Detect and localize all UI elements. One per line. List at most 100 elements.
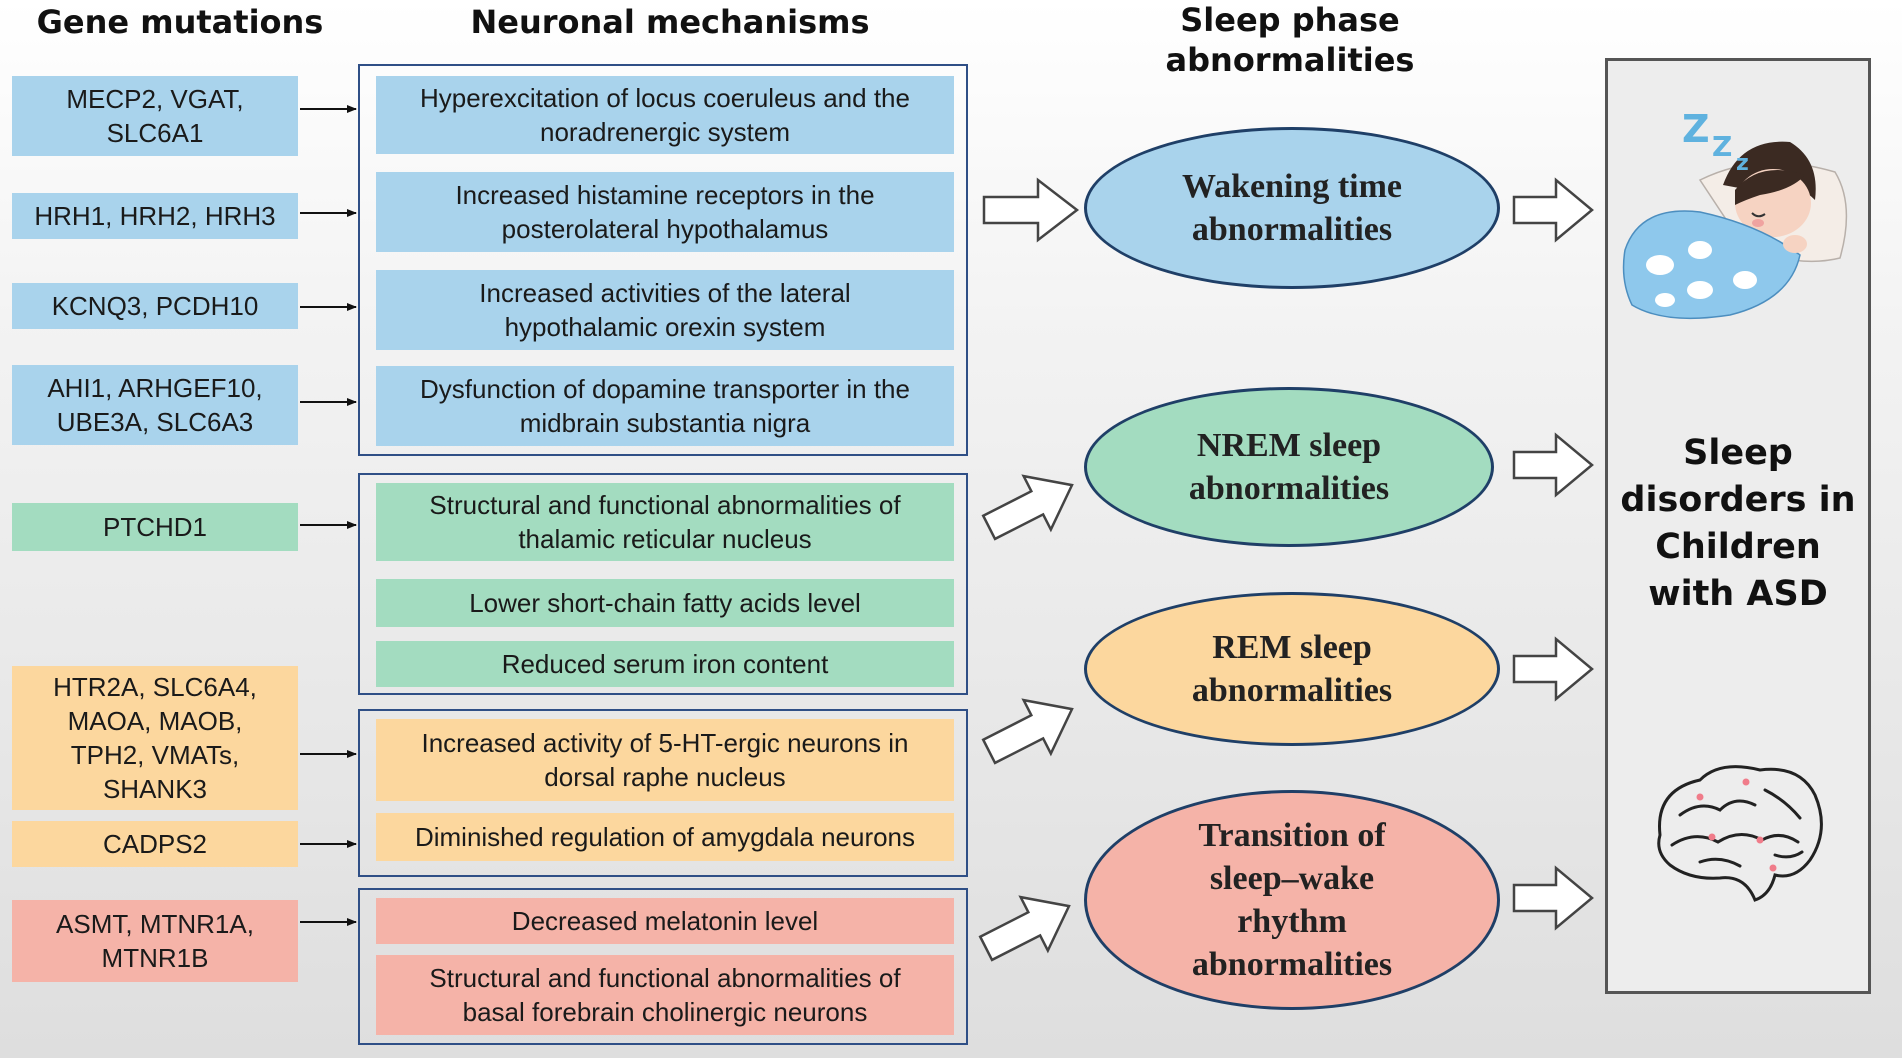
brain-fold	[1678, 799, 1757, 817]
gene-box-hrh: HRH1, HRH2, HRH3	[12, 193, 298, 239]
gene-text: HRH1, HRH2, HRH3	[34, 201, 276, 231]
mechanism-box: Increased histamine receptors in the pos…	[376, 172, 954, 252]
mechanism-box: Dysfunction of dopamine transporter in t…	[376, 366, 954, 446]
brain-outline	[1657, 765, 1823, 902]
outcome-text: with ASD	[1648, 574, 1828, 614]
mechanism-text: posterolateral hypothalamus	[501, 214, 829, 244]
mechanism-group-green	[358, 473, 968, 695]
closed-eye	[1751, 212, 1766, 218]
mechanism-group-pink	[358, 888, 968, 1045]
gene-text: CADPS2	[102, 829, 208, 859]
phase-text: REM sleep	[1212, 629, 1372, 666]
mechanism-box: Decreased melatonin level	[376, 898, 954, 944]
brain-fold	[1763, 788, 1802, 820]
blanket-spot	[1646, 255, 1674, 275]
brain-spot	[1742, 778, 1750, 786]
phase-wakening-time: Wakening time abnormalities	[1084, 127, 1500, 289]
mechanism-text: dorsal raphe nucleus	[544, 762, 786, 792]
header-sleep-phase-abnormalities: Sleep phase abnormalities	[1120, 0, 1460, 80]
mechanism-group-orange	[358, 709, 968, 877]
zzz-icon: Z	[1712, 130, 1732, 163]
mechanism-box: Lower short-chain fatty acids level	[376, 579, 954, 627]
mechanism-box: Increased activities of the lateral hypo…	[376, 270, 954, 350]
mechanism-text: Decreased melatonin level	[511, 906, 819, 936]
mechanism-box: Increased activity of 5-HT-ergic neurons…	[376, 719, 954, 801]
mechanism-text: Structural and functional abnormalities …	[429, 490, 901, 520]
mechanism-text: Increased histamine receptors in the	[455, 180, 875, 210]
phase-nrem-sleep: NREM sleep abnormalities	[1084, 387, 1494, 547]
block-arrow-right	[978, 895, 1071, 962]
mechanism-box: Diminished regulation of amygdala neuron…	[376, 813, 954, 861]
block-arrow-right	[1512, 177, 1594, 243]
outcome-text: disorders in	[1620, 480, 1856, 520]
gene-text: KCNQ3, PCDH10	[51, 291, 259, 321]
gene-box-ptchd1: PTCHD1	[12, 503, 298, 551]
brain-fold	[1698, 857, 1742, 868]
gene-box-htr2a: HTR2A, SLC6A4, MAOA, MAOB, TPH2, VMATs, …	[12, 666, 298, 810]
gene-text: MAOA, MAOB,	[67, 706, 243, 736]
hand	[1783, 235, 1807, 253]
gene-text: MECP2, VGAT,	[66, 84, 244, 114]
phase-text: NREM sleep	[1196, 427, 1382, 464]
mechanism-text: midbrain substantia nigra	[519, 408, 811, 438]
mechanism-text: Increased activity of 5-HT-ergic neurons…	[421, 728, 909, 758]
mechanism-box: Reduced serum iron content	[376, 641, 954, 687]
brain-spot	[1708, 833, 1716, 841]
blanket-spot	[1688, 241, 1712, 259]
brain-fold	[1670, 833, 1800, 847]
blanket	[1622, 210, 1801, 320]
cheek	[1752, 219, 1764, 227]
gene-box-cadps2: CADPS2	[12, 821, 298, 867]
phase-rem-sleep: REM sleep abnormalities	[1084, 592, 1500, 746]
block-arrow-right	[1512, 432, 1594, 498]
gene-box-mecp2: MECP2, VGAT, SLC6A1	[12, 76, 298, 156]
mechanism-text: hypothalamic orexin system	[504, 312, 826, 342]
gene-text: SHANK3	[102, 774, 208, 804]
header-neuronal-mechanisms: Neuronal mechanisms	[470, 3, 870, 41]
hair-bangs	[1735, 170, 1805, 205]
mechanism-text: thalamic reticular nucleus	[518, 524, 812, 554]
block-arrow-right	[982, 177, 1080, 243]
mechanism-text: Increased activities of the lateral	[479, 278, 851, 308]
header-sleep-phase-line2: abnormalities	[1165, 41, 1415, 79]
gene-text: AHI1, ARHGEF10,	[47, 373, 263, 403]
gene-text: SLC6A1	[106, 118, 204, 148]
blanket-spot	[1687, 281, 1713, 299]
outcome-text: Sleep	[1683, 433, 1793, 473]
gene-text: HTR2A, SLC6A4,	[53, 672, 257, 702]
gene-box-asmt: ASMT, MTNR1A, MTNR1B	[12, 900, 298, 982]
mechanism-text: Reduced serum iron content	[501, 649, 829, 679]
phase-transition-sleep-wake: Transition of sleep–wake rhythm abnormal…	[1084, 790, 1500, 1010]
mechanism-text: basal forebrain cholinergic neurons	[462, 997, 868, 1027]
mechanism-box: Structural and functional abnormalities …	[376, 955, 954, 1035]
blanket-spot	[1733, 271, 1757, 289]
block-arrow-right	[981, 474, 1074, 541]
gene-text: MTNR1B	[101, 943, 209, 973]
phase-text: sleep–wake	[1209, 860, 1375, 897]
mechanism-text: Structural and functional abnormalities …	[429, 963, 901, 993]
brain-spot	[1696, 793, 1704, 801]
blanket-spot	[1655, 293, 1675, 307]
block-arrow-right	[981, 698, 1074, 765]
mechanism-box: Structural and functional abnormalities …	[376, 483, 954, 561]
brain-spot	[1756, 836, 1764, 844]
phase-text: Transition of	[1198, 817, 1386, 854]
outcome-label: Sleep disorders in Children with ASD	[1605, 430, 1871, 618]
phase-text: rhythm	[1237, 903, 1347, 940]
mechanism-text: Diminished regulation of amygdala neuron…	[414, 822, 916, 852]
gene-text: ASMT, MTNR1A,	[56, 909, 254, 939]
phase-text: abnormalities	[1191, 946, 1393, 983]
gene-text: UBE3A, SLC6A3	[56, 407, 254, 437]
phase-text: abnormalities	[1191, 211, 1393, 248]
brain-illustration	[1657, 765, 1823, 902]
header-gene-mutations: Gene mutations	[36, 3, 324, 41]
header-sleep-phase-line1: Sleep phase	[1180, 1, 1400, 39]
gene-text: PTCHD1	[102, 512, 207, 542]
phase-text: Wakening time	[1181, 168, 1403, 205]
gene-box-kcnq3: KCNQ3, PCDH10	[12, 283, 298, 329]
mechanism-text: Dysfunction of dopamine transporter in t…	[420, 374, 910, 404]
gene-text: TPH2, VMATs,	[70, 740, 240, 770]
block-arrow-right	[1512, 865, 1594, 931]
phase-text: abnormalities	[1188, 470, 1390, 507]
mechanism-text: Lower short-chain fatty acids level	[469, 588, 861, 618]
